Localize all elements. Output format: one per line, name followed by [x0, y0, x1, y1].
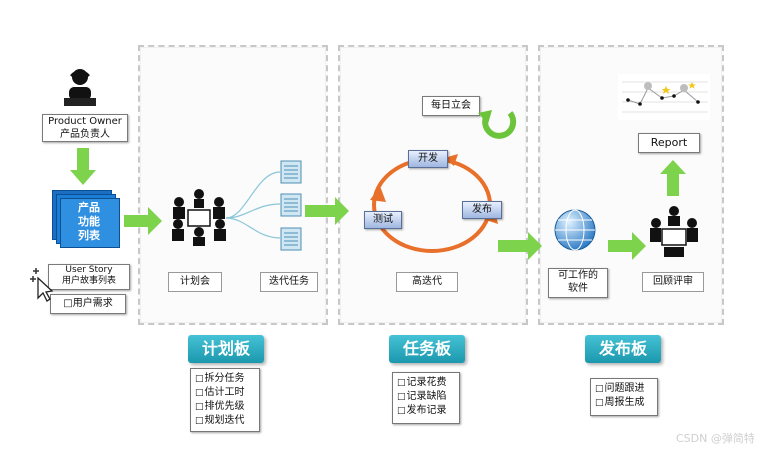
- task-board-list: 记录花费 记录缺陷 发布记录: [392, 372, 460, 424]
- planning-meeting-icon: [172, 189, 226, 246]
- develop-tag: 开发: [408, 150, 448, 168]
- cursor-icon: [30, 268, 54, 302]
- working-software-label: 可工作的 软件: [548, 268, 608, 298]
- arrow-right-icon: [608, 232, 646, 260]
- arrow-right-icon: [498, 232, 542, 260]
- product-owner-label: Product Owner 产品负责人: [42, 114, 128, 142]
- arrow-down-icon: [70, 148, 96, 185]
- arrow-right-icon: [124, 207, 162, 235]
- watermark: CSDN @弹简特: [676, 432, 755, 445]
- iteration-tasks-label: 迭代任务: [260, 272, 318, 292]
- planning-board-title: 计划板: [188, 335, 264, 363]
- task-board-title: 任务板: [389, 335, 465, 363]
- refresh-cycle-icon: [478, 110, 517, 139]
- release-board-title: 发布板: [585, 335, 661, 363]
- user-needs-label: □用户需求: [50, 294, 126, 314]
- task-card-icon: [280, 227, 302, 251]
- task-card-icon: [280, 193, 302, 217]
- user-story-label: User Story 用户故事列表: [48, 264, 130, 290]
- planning-meeting-label: 计划会: [168, 272, 222, 292]
- product-owner-icon: [64, 69, 96, 106]
- checkbox-icon: □: [63, 298, 73, 309]
- review-label: 回顾评审: [642, 272, 704, 292]
- task-card-icon: [280, 160, 302, 184]
- task-branch-lines: [226, 171, 281, 239]
- iteration-label: 高迭代: [396, 272, 458, 292]
- globe-icon: [554, 209, 596, 251]
- planning-board-list: 拆分任务 估计工时 排优先级 规划迭代: [190, 368, 260, 432]
- release-tag: 发布: [462, 201, 502, 219]
- test-tag: 测试: [364, 211, 402, 229]
- product-backlog-stack: 产品 功能 列表: [52, 190, 124, 248]
- review-meeting-icon: [650, 206, 698, 257]
- arrow-right-icon: [305, 197, 349, 225]
- product-backlog-label: 产品 功能 列表: [78, 201, 100, 242]
- report-label: Report: [638, 133, 700, 153]
- arrow-up-icon: [660, 160, 686, 196]
- report-chart-icon: [618, 74, 710, 120]
- daily-standup-label: 每日立会: [422, 96, 480, 116]
- release-board-list: 问题跟进 周报生成: [590, 378, 658, 416]
